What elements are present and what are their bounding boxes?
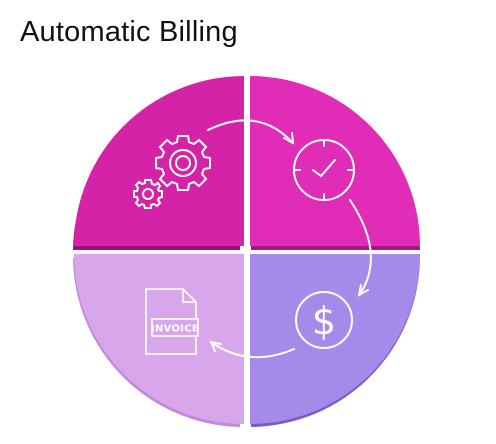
quadrant-invoice (74, 254, 244, 424)
flow-arrows (207, 119, 372, 359)
invoice-document-icon: INVOICE (145, 288, 199, 355)
clock-icon (293, 139, 355, 201)
invoice-label: INVOICE (151, 324, 199, 335)
quadrant-settings (74, 76, 244, 246)
page-title: Automatic Billing (20, 16, 238, 48)
gears-icon (133, 135, 211, 209)
dollar-coin-icon: $ (295, 291, 353, 349)
arrow-schedule-to-payment-head (357, 284, 369, 297)
arrow-settings-to-schedule (207, 119, 293, 143)
arrow-settings-to-schedule-head (283, 132, 295, 145)
arrow-payment-to-invoice-head (209, 340, 222, 352)
svg-text:$: $ (312, 299, 336, 343)
arrow-schedule-to-payment (349, 199, 372, 295)
arrow-payment-to-invoice (211, 342, 295, 359)
quadrant-payment (250, 254, 420, 424)
